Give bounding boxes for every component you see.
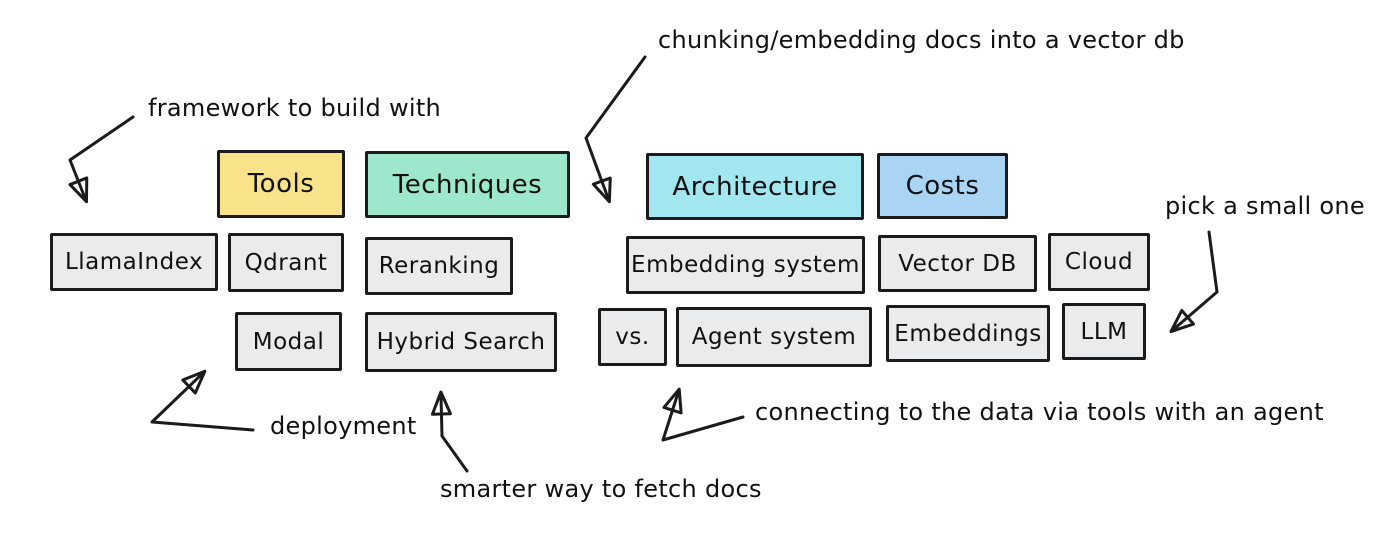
arrow-smarter-to-hybrid-search bbox=[430, 390, 469, 473]
item-box-embedding-system: Embedding system bbox=[626, 236, 865, 294]
item-label-modal: Modal bbox=[252, 328, 325, 355]
annotation-framework: framework to build with bbox=[148, 94, 442, 122]
item-box-vector-db: Vector DB bbox=[878, 235, 1037, 292]
category-label-tools: Tools bbox=[247, 169, 315, 199]
item-label-agent-system: Agent system bbox=[691, 324, 857, 350]
item-label-reranking: Reranking bbox=[378, 253, 500, 279]
category-label-architecture: Architecture bbox=[672, 171, 838, 202]
annotation-pick-small: pick a small one bbox=[1165, 192, 1365, 220]
item-box-agent-system: Agent system bbox=[676, 307, 872, 367]
annotation-smarter: smarter way to fetch docs bbox=[440, 475, 762, 503]
item-label-hybrid-search: Hybrid Search bbox=[376, 329, 546, 355]
item-box-qdrant: Qdrant bbox=[228, 233, 344, 292]
item-box-modal: Modal bbox=[235, 312, 342, 371]
arrow-connecting-to-agent-system bbox=[661, 387, 745, 442]
item-label-vs: vs. bbox=[615, 324, 650, 350]
annotation-chunking: chunking/embedding docs into a vector db bbox=[658, 26, 1185, 54]
category-box-architecture: Architecture bbox=[646, 153, 864, 220]
category-box-techniques: Techniques bbox=[365, 151, 570, 218]
category-label-techniques: Techniques bbox=[392, 169, 543, 200]
item-box-llamaindex: LlamaIndex bbox=[50, 233, 218, 291]
category-box-tools: Tools bbox=[217, 150, 345, 218]
item-box-llm: LLM bbox=[1062, 303, 1146, 360]
item-label-vector-db: Vector DB bbox=[898, 250, 1017, 277]
item-label-embeddings: Embeddings bbox=[894, 320, 1042, 347]
category-label-costs: Costs bbox=[905, 171, 980, 201]
arrow-pick-small-to-llm bbox=[1169, 230, 1219, 334]
item-box-vs: vs. bbox=[598, 308, 667, 366]
item-label-embedding-system: Embedding system bbox=[631, 252, 860, 278]
item-box-hybrid-search: Hybrid Search bbox=[365, 312, 557, 372]
item-box-embeddings: Embeddings bbox=[886, 305, 1050, 362]
arrow-framework-to-llamaindex bbox=[68, 115, 135, 204]
arrow-chunking-to-embedding-system bbox=[584, 55, 647, 204]
category-box-costs: Costs bbox=[877, 153, 1008, 219]
item-box-reranking: Reranking bbox=[365, 237, 513, 295]
annotation-connecting: connecting to the data via tools with an… bbox=[755, 398, 1324, 426]
item-label-llm: LLM bbox=[1080, 318, 1128, 345]
item-box-cloud: Cloud bbox=[1048, 233, 1150, 291]
annotation-deployment: deployment bbox=[270, 412, 417, 440]
item-label-qdrant: Qdrant bbox=[244, 249, 328, 276]
arrow-deployment-to-modal bbox=[150, 369, 255, 432]
item-label-llamaindex: LlamaIndex bbox=[64, 249, 204, 275]
item-label-cloud: Cloud bbox=[1064, 249, 1134, 275]
